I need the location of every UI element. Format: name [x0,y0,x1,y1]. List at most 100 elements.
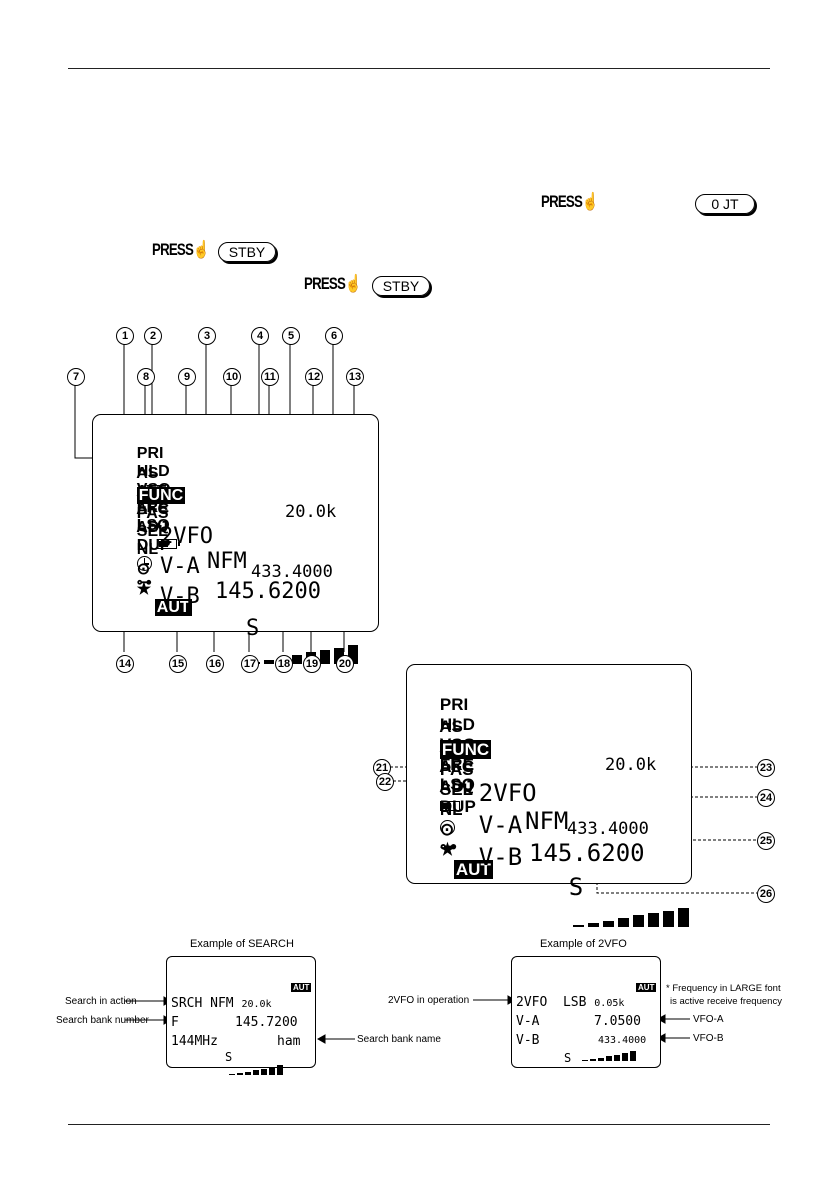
callout-9: 9 [178,368,196,386]
callout-20: 20 [336,655,354,673]
indicator-row-1: PRI HLD VSQ FRE LSQ [107,427,180,571]
s-meter-label: S [568,873,584,901]
search-mode-text: SRCH [171,996,203,1011]
ind-pas: PAS [439,760,474,779]
demod-mode-text: NFM [210,996,234,1011]
ind-sel: SEL [136,523,168,540]
ind-nl: NL [136,541,159,558]
demod-mode-text: NFM [207,549,247,574]
callout-25: 25 [757,832,775,850]
callout-10: 10 [223,368,241,386]
bank-range-text: 144MHz [171,1034,218,1049]
record-icon: ⊙ [439,820,455,839]
ind-func: FUNC [136,487,186,504]
step-text: 20.0k [241,999,272,1010]
vfo-b-freq: 433.4000 [567,819,649,839]
main-lcd-display: PRI HLD VSQ FRE LSQ AS ATT AFC ADJ DUP ⊶… [92,414,379,664]
vfo-a-line: V-A 145.6200 [421,783,645,895]
vfo-b-label: V-B [478,843,523,871]
ind-lsq: LSQ [136,517,170,534]
s-meter: S [193,591,396,691]
mode-line: 2VFO NFM 20.0k [421,751,656,891]
ind-dup: DUP [439,797,476,816]
s-meter: S [225,1050,315,1079]
hand-press-icon: ☝ [345,274,362,293]
search-in-action-label: Search in action [65,996,137,1007]
vfo-a-label: V-A [478,811,523,839]
ind-pri: PRI [136,445,164,462]
s-meter-bars [572,908,689,927]
callout-17: 17 [241,655,259,673]
clock-icon [136,556,152,572]
s-meter-label: S [245,616,260,641]
vfo-b-callout-label: VFO-B [693,1033,724,1044]
indicator-row-3: FUNC PAS SEL NL ⊙ ★ AUT [421,720,493,900]
vfo-mode-text: 2VFO [478,779,537,807]
indicator-row-3: FUNC PAS SEL NL ⊙ ★ AUT [107,469,192,635]
vfo-a-label: V-A [159,554,200,579]
press-label-2: PRESS☝ [152,240,210,259]
ind-func: FUNC [439,740,492,759]
ind-lsq: LSQ [439,775,475,794]
vfo-a-freq: 145.6200 [529,839,645,867]
vfo-a-freq: 145.6200 [215,579,321,604]
clock-icon [439,820,455,836]
search-line-1: SRCH NFM 20.0k [171,996,272,1011]
vfo-b-freq: 433.4000 [251,562,333,582]
search-bank-number-label: Search bank number [56,1015,149,1026]
callout-3: 3 [198,327,216,345]
press-label-1: PRESS☝ [541,192,599,211]
vfo-a-line: V-A 145.6200 [107,529,321,629]
s-meter: S [564,1050,654,1065]
demod-mode-text: NFM [525,807,569,835]
record-icon: ⊙ [136,561,151,578]
ind-afc: AFC [439,757,475,776]
callout-8: 8 [137,368,155,386]
vfo-mode-text: 2VFO [516,995,548,1010]
search-freq: 145.7200 [235,1015,298,1030]
callout-1: 1 [116,327,134,345]
vfo-a-freq: 7.0500 [594,1014,641,1029]
key-stby-button: STBY [218,242,276,262]
s-meter: S [511,845,729,957]
callout-5: 5 [282,327,300,345]
battery-icon [439,800,460,811]
vfo-b-freq: 433.4000 [598,1035,647,1046]
key-lock-icon: ⊶ [136,574,152,591]
star-icon: ★ [136,581,152,598]
2vfo-in-operation-label: 2VFO in operation [388,995,470,1006]
callout-13: 13 [346,368,364,386]
callout-16: 16 [206,655,224,673]
vfo-a-label: V-A [516,1014,540,1029]
s-meter-bars [229,1065,283,1075]
vfo-b-line: V-B 433.4000 [107,559,333,659]
ind-pri: PRI [439,695,469,714]
step-text: 0.05k [594,998,625,1009]
ind-fre: FRE [439,755,474,774]
callout-4: 4 [251,327,269,345]
callout-2: 2 [144,327,162,345]
vfo-b-label: V-B [159,584,200,609]
callout-26: 26 [757,885,775,903]
callout-6: 6 [325,327,343,345]
indicator-row-2: AS ATT AFC ADJ DUP ⊶ [107,447,170,610]
ind-aut: AUT [154,599,192,616]
s-meter-label: S [564,1051,572,1065]
callout-23: 23 [757,759,775,777]
ind-afc: AFC [136,501,170,518]
callout-21: 21 [373,759,391,777]
s-meter-bars [582,1051,637,1061]
vfo-mode-text: 2VFO [159,524,213,549]
ind-hld: HLD [439,715,475,734]
ind-as: AS [439,717,463,736]
s-meter-label: S [225,1050,233,1064]
detail-lcd-display: PRI HLD VSQ FRE LSQ AS ATT AFC ADJ DUP ⊶… [406,664,692,927]
ind-nl: NL [439,800,463,819]
callout-22: 22 [376,773,394,791]
example-2vfo-title: Example of 2VFO [540,938,627,950]
